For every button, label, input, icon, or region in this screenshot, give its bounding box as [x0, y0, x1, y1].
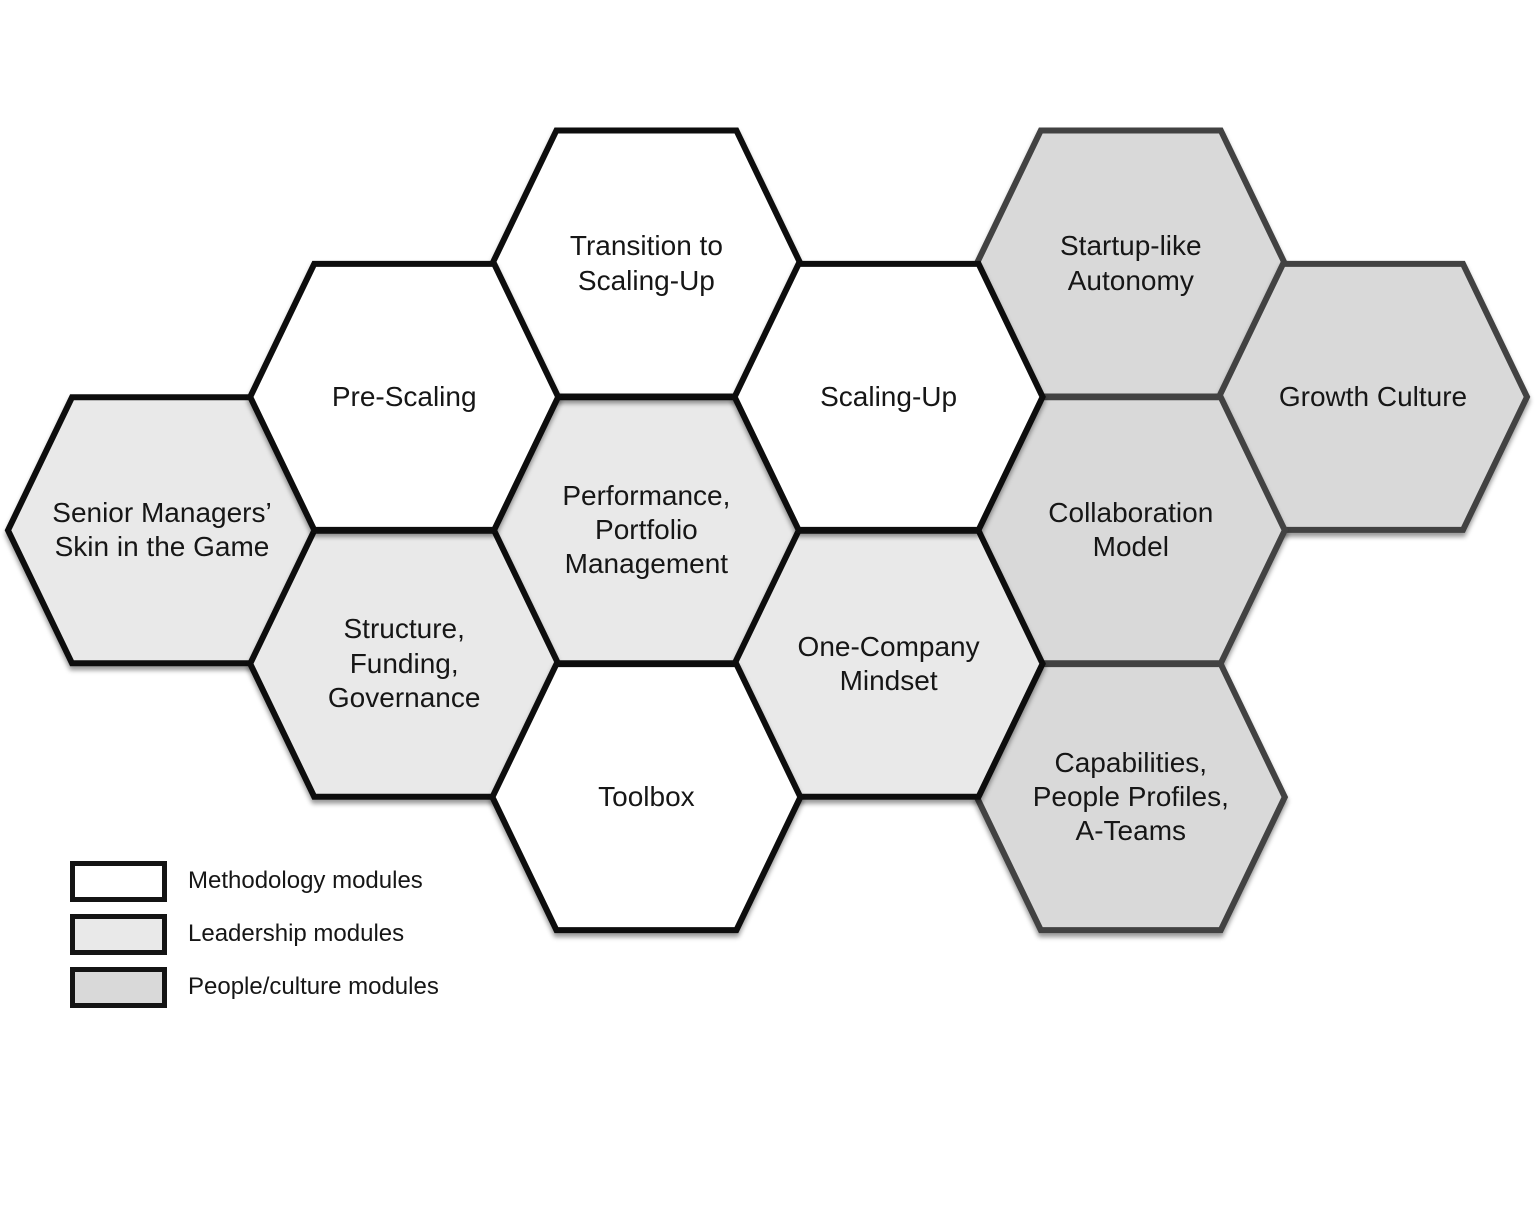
hex-pre-scaling — [246, 260, 562, 533]
legend-label-leadership: Leadership modules — [188, 920, 405, 947]
legend-item-leadership: Leadership modules — [70, 913, 439, 955]
legend: Methodology modules Leadership modules P… — [70, 860, 439, 1019]
hex-scaling-up — [731, 260, 1046, 533]
hex-toolbox — [489, 661, 804, 934]
legend-swatch-people-culture — [70, 966, 167, 1008]
legend-item-methodology: Methodology modules — [70, 860, 439, 902]
legend-swatch-leadership — [70, 913, 167, 955]
legend-label-methodology: Methodology modules — [188, 867, 423, 894]
legend-label-people-culture: People/culture modules — [188, 973, 439, 1000]
legend-item-people-culture: People/culture modules — [70, 966, 439, 1008]
legend-swatch-methodology — [70, 860, 167, 902]
